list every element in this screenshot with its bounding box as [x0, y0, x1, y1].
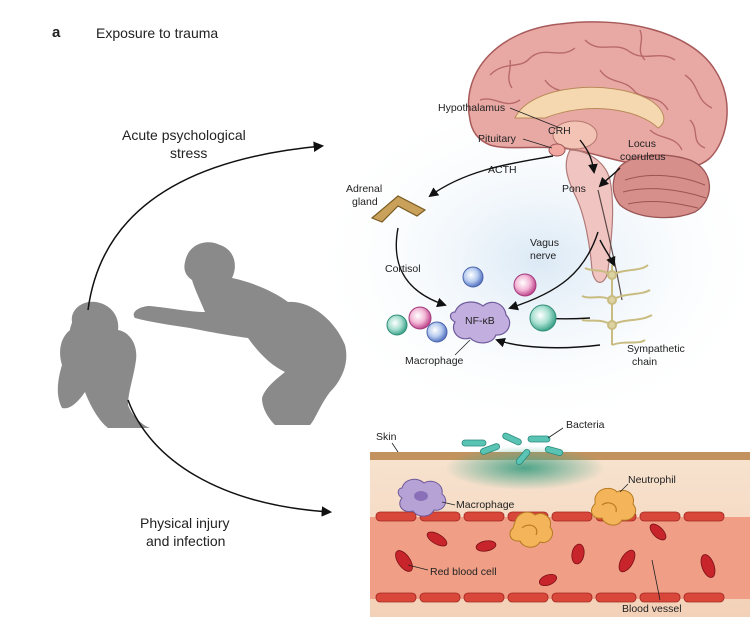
label-cortisol: Cortisol [385, 263, 421, 275]
stress-label-1: Acute psychological [122, 127, 246, 143]
stress-label-2: stress [170, 145, 207, 161]
label-locus-1: Locus [628, 138, 656, 150]
vagus-arrow [508, 231, 599, 311]
brain-illustration [467, 21, 728, 301]
bacteria-cells [461, 432, 564, 465]
tissue-neutrophil-1 [591, 487, 637, 526]
infection-site [445, 446, 605, 490]
tissue-neutrophil-2 [509, 511, 554, 548]
brain-labels: Hypothalamus CRH Pituitary Locus coerule… [438, 102, 666, 195]
label-adrenal-2: gland [352, 196, 378, 208]
label-nfkb: NF-κB [465, 315, 495, 327]
stress-arrow [87, 141, 325, 311]
macrophage-nfkb [449, 301, 511, 344]
trauma-silhouettes [57, 242, 347, 428]
label-blood-vessel: Blood vessel [622, 603, 682, 615]
label-vagus-2: nerve [530, 250, 556, 262]
label-skin: Skin [376, 431, 397, 443]
label-pons: Pons [562, 183, 586, 195]
corpus-callosum [514, 86, 665, 129]
label-sympathetic-2: chain [632, 356, 657, 368]
tissue-panel [370, 427, 750, 617]
label-red-blood-cell: Red blood cell [430, 566, 497, 578]
label-hypothalamus: Hypothalamus [438, 102, 505, 114]
hypothalamus-region [552, 120, 598, 150]
injury-arrow [127, 399, 333, 517]
immune-cells [386, 266, 557, 343]
figure-title: Exposure to trauma [96, 25, 218, 41]
label-locus-2: coeruleus [620, 151, 666, 163]
sympathetic-chain [581, 264, 653, 346]
injury-label-2: and infection [146, 533, 225, 549]
label-vagus-1: Vagus [530, 237, 559, 249]
label-bacteria: Bacteria [566, 419, 605, 431]
label-macrophage-top: Macrophage [405, 355, 464, 367]
pituitary-gland [548, 143, 566, 157]
adrenal-gland: Adrenal gland [346, 183, 427, 223]
injury-label-1: Physical injury [140, 515, 229, 531]
brain-pathway-arrows [428, 139, 621, 267]
cerebellum [612, 154, 711, 219]
label-pituitary: Pituitary [478, 133, 517, 145]
cortisol-arrow [395, 227, 447, 308]
child-silhouette [57, 301, 150, 428]
red-blood-cells [395, 523, 716, 587]
label-sympathetic-1: Sympathetic [627, 343, 685, 355]
adult-silhouette [133, 242, 347, 425]
panel-label: a [52, 24, 61, 41]
blood-vessel [370, 517, 750, 599]
label-neutrophil: Neutrophil [628, 474, 676, 486]
label-macrophage-tissue: Macrophage [456, 499, 515, 511]
vessel-wall-bottom [375, 592, 725, 603]
label-adrenal-1: Adrenal [346, 183, 382, 195]
label-crh: CRH [548, 125, 571, 137]
sympathetic-arrow-2 [495, 337, 601, 349]
